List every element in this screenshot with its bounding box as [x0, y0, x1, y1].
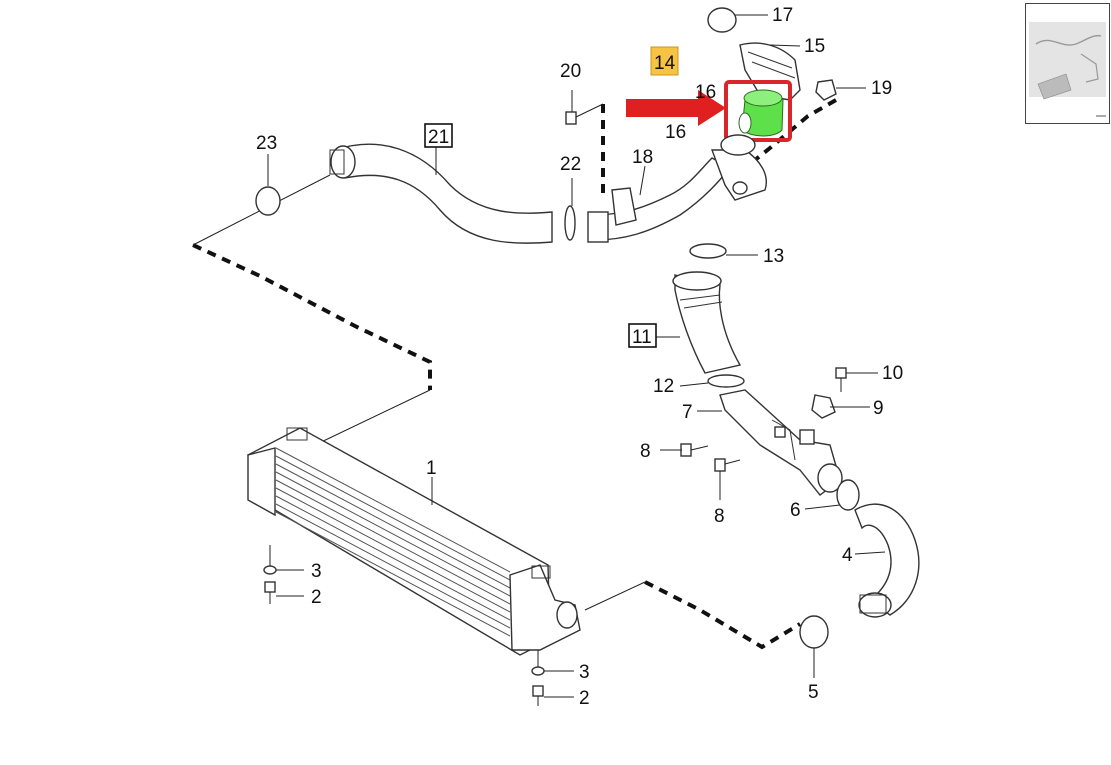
seal-ring-22 — [564, 205, 576, 241]
callout-labels: 17 15 19 20 16 16 23 22 18 13 12 7 8 8 1… — [256, 5, 903, 709]
highlighted-part-16 — [738, 89, 784, 137]
hose-part-21 — [329, 143, 553, 244]
callout-8-left: 8 — [640, 441, 651, 462]
highlighted-callout-14: 14 — [650, 46, 679, 76]
seal-ring-12 — [707, 374, 745, 388]
bolt-10 — [835, 367, 847, 392]
clip-19 — [815, 79, 837, 101]
seal-ring-6 — [836, 479, 860, 511]
diagram-thumbnail[interactable] — [1025, 3, 1110, 124]
pipe-part-18 — [587, 149, 767, 243]
callout-2-lower: 2 — [579, 688, 590, 709]
callout-1: 1 — [426, 458, 437, 479]
svg-text:14: 14 — [654, 53, 676, 74]
callout-8-lower: 8 — [714, 506, 725, 527]
callout-23: 23 — [256, 133, 277, 154]
callout-13: 13 — [763, 246, 784, 267]
leader-lines — [267, 14, 886, 698]
callout-19: 19 — [871, 78, 892, 99]
sensor-9 — [811, 394, 836, 419]
bolts-8 — [680, 443, 741, 472]
thumbnail-image — [1029, 22, 1106, 117]
seal-ring-17 — [707, 7, 737, 33]
seal-ring-23 — [255, 186, 281, 216]
hose-part-4 — [854, 503, 920, 618]
bolt-20 — [565, 90, 604, 125]
seal-ring-16-lower — [720, 134, 756, 156]
callout-2-left: 2 — [311, 587, 322, 608]
highlight-box — [724, 80, 792, 142]
callout-16-lower: 16 — [665, 122, 686, 143]
callout-9: 9 — [873, 398, 884, 419]
callout-22: 22 — [560, 154, 581, 175]
callout-3-left: 3 — [311, 561, 322, 582]
callout-4: 4 — [842, 545, 853, 566]
seal-ring-5 — [799, 615, 829, 649]
callout-6: 6 — [790, 500, 801, 521]
callout-18: 18 — [632, 147, 653, 168]
red-arrow-icon — [626, 90, 726, 126]
svg-text:11: 11 — [632, 327, 652, 348]
callout-10: 10 — [882, 363, 903, 384]
callout-7: 7 — [682, 402, 693, 423]
callout-5: 5 — [808, 682, 819, 703]
intercooler-fins — [275, 447, 511, 637]
callout-17: 17 — [772, 5, 793, 26]
boxed-callout-11: 11 — [628, 323, 657, 348]
svg-text:21: 21 — [428, 127, 449, 148]
hose-part-11 — [672, 271, 742, 374]
bolts-and-washers — [263, 545, 545, 706]
callout-16-upper: 16 — [695, 82, 716, 103]
seal-ring-13 — [689, 243, 727, 259]
pipe-part-7 — [719, 389, 843, 496]
callout-20: 20 — [560, 61, 581, 82]
callout-3-lower: 3 — [579, 662, 590, 683]
callout-15: 15 — [804, 36, 825, 57]
boxed-callout-21: 21 — [424, 123, 453, 148]
callout-12: 12 — [653, 376, 674, 397]
dashed-connection-lines — [192, 98, 837, 650]
intercooler-part-1 — [247, 427, 581, 656]
